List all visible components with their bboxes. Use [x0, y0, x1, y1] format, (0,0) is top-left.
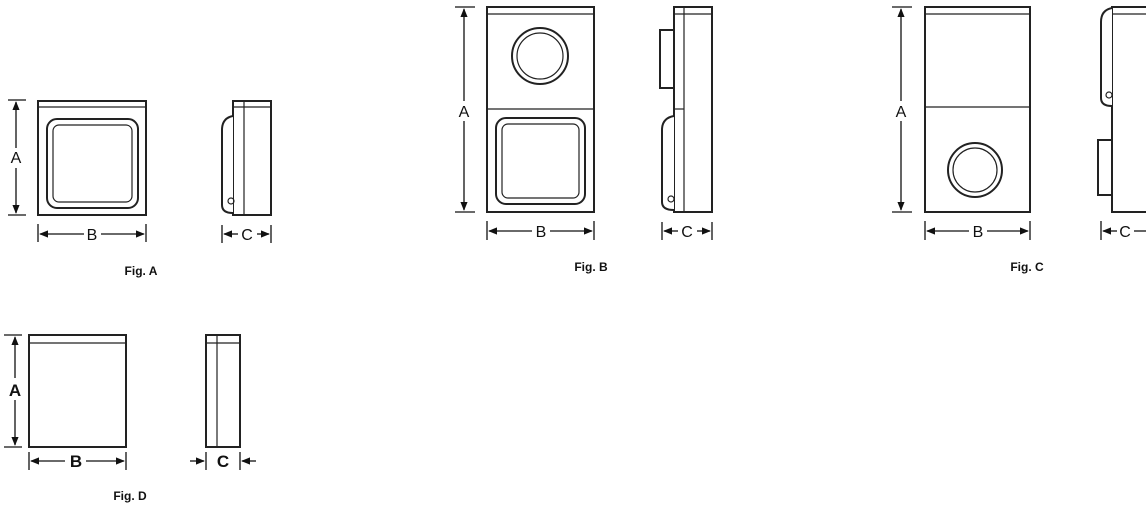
- fig-c-label-b: B: [973, 224, 984, 241]
- fig-d-label-a: A: [9, 381, 21, 400]
- fig-c-dim-c: [1100, 221, 1146, 240]
- fig-c-dim-a: [892, 6, 912, 213]
- fig-a-label-b: B: [87, 227, 98, 244]
- fig-c-front-view: [924, 6, 1031, 213]
- figure-b: A B C Fig. B: [455, 6, 713, 274]
- fig-d-label-b: B: [70, 452, 82, 471]
- fig-a-label-c: C: [241, 227, 253, 244]
- fig-c-dim-b: [924, 221, 1031, 240]
- fig-b-label-c: C: [681, 224, 693, 241]
- fig-c-side-view: [1097, 6, 1146, 213]
- fig-d-label-c: C: [217, 452, 229, 471]
- fig-c-caption: Fig. C: [1010, 260, 1044, 274]
- fig-c-label-a: A: [896, 104, 907, 121]
- fig-b-dim-a: [455, 6, 475, 213]
- fig-a-front-view: [37, 100, 147, 216]
- fig-d-front-view: [28, 334, 127, 448]
- fig-b-caption: Fig. B: [574, 260, 608, 274]
- fig-c-label-c: C: [1119, 224, 1131, 241]
- fig-b-front-view: [486, 6, 595, 213]
- fig-a-caption: Fig. A: [125, 264, 158, 278]
- fig-d-dim-b: [28, 452, 127, 470]
- fig-a-label-a: A: [11, 150, 22, 167]
- fig-d-dim-c: [190, 452, 256, 470]
- fig-b-dim-c: [661, 222, 713, 240]
- fig-a-dim-a: [8, 99, 26, 216]
- fig-d-dim-a: [4, 334, 22, 448]
- fig-a-side-view: [221, 100, 272, 216]
- fig-d-side-view: [205, 334, 241, 448]
- figure-c: A B C Fig. C: [892, 6, 1146, 274]
- fig-b-side-view: [659, 6, 713, 213]
- fig-b-label-b: B: [536, 224, 547, 241]
- fig-b-dim-b: [486, 221, 595, 240]
- figure-d: A B C Fig. D: [4, 334, 256, 503]
- fig-a-dim-b: [37, 224, 147, 242]
- fig-d-caption: Fig. D: [113, 489, 147, 503]
- fig-a-dim-c: [221, 225, 272, 243]
- figure-a: A B C Fig. A: [8, 99, 272, 278]
- fig-b-label-a: A: [459, 104, 470, 121]
